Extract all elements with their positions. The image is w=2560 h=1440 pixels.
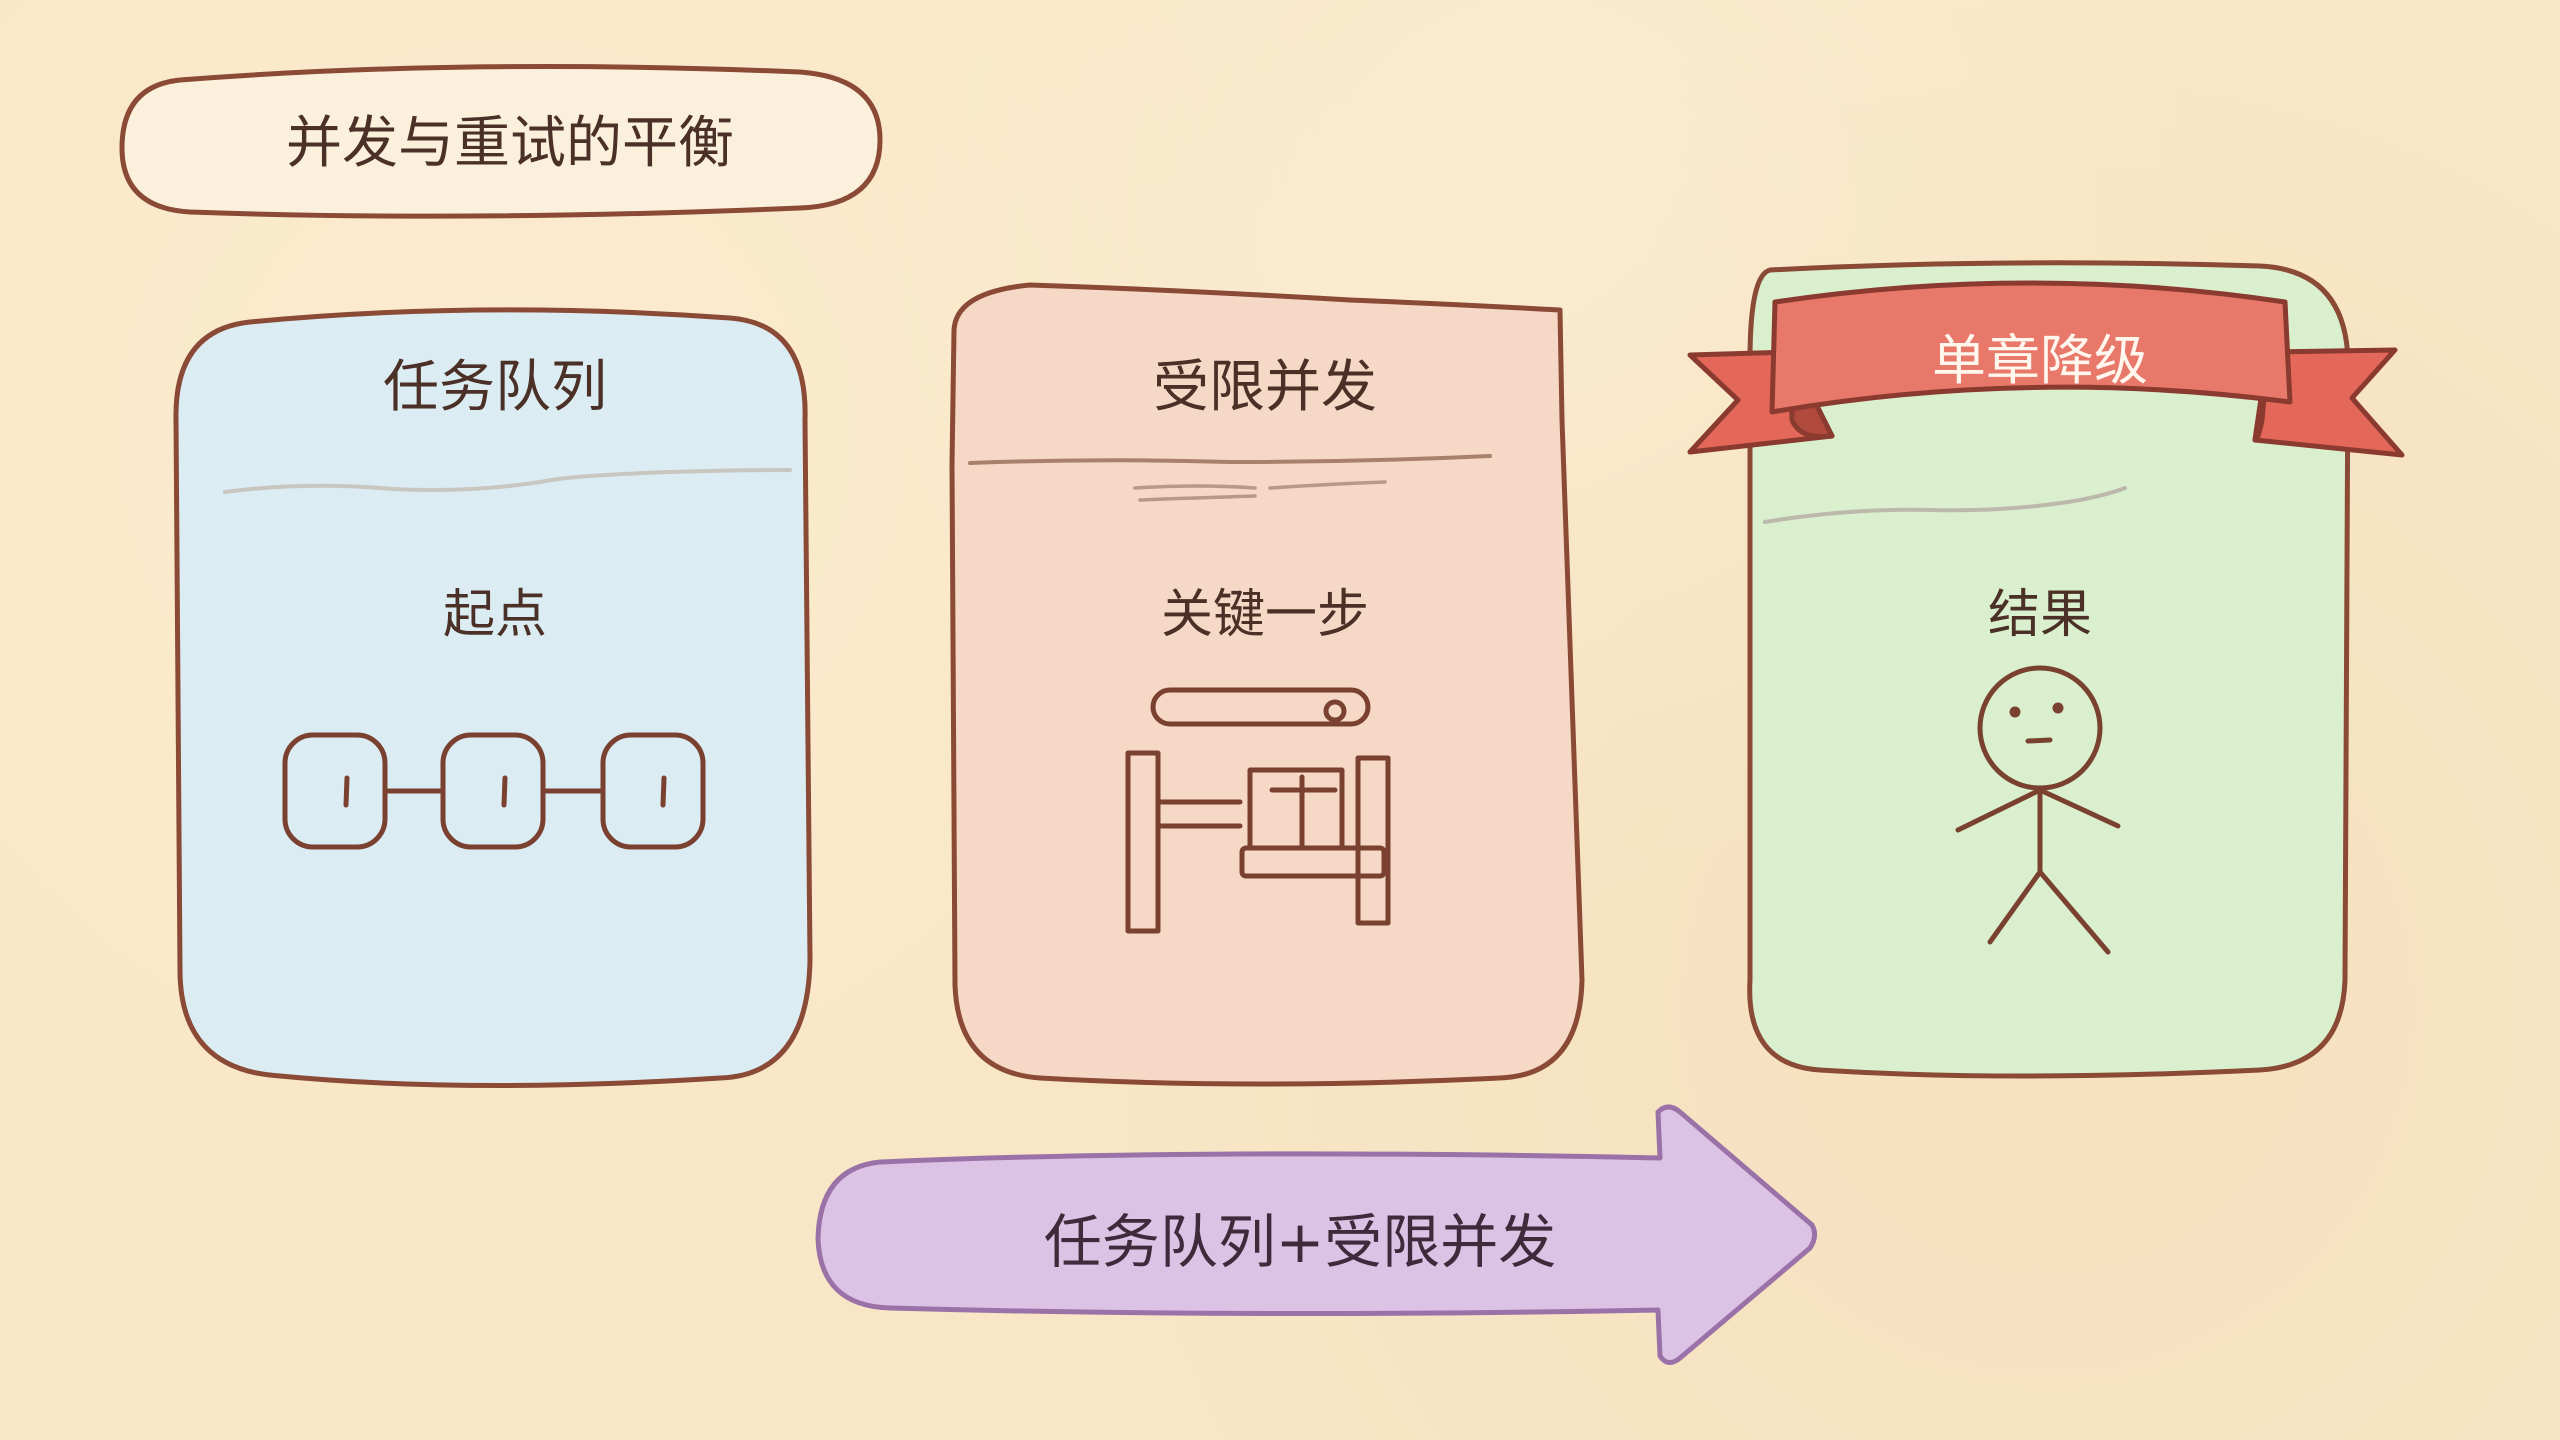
card-subtitle-start: 起点	[442, 585, 547, 645]
page-title: 并发与重试的平衡	[286, 111, 734, 176]
card-task-queue	[173, 307, 813, 1089]
card-result	[1747, 260, 2351, 1079]
gate-barrier-icon	[1125, 687, 1391, 934]
queue-chain-icon	[282, 732, 706, 850]
card-title-task-queue: 任务队列	[383, 355, 607, 420]
ribbon-banner	[1687, 280, 2405, 458]
card-title-result: 结果	[1987, 585, 2092, 645]
card-subtitle-key-step: 关键一步	[1160, 585, 1369, 645]
process-arrow	[815, 1104, 1818, 1365]
title-pill	[119, 64, 883, 219]
card-divider	[223, 468, 792, 494]
card-title-limited-concurrency: 受限并发	[1153, 355, 1377, 420]
ribbon-label: 单章降级	[1932, 329, 2148, 392]
arrow-label: 任务队列+受限并发	[1043, 1208, 1557, 1276]
card-divider	[968, 454, 1492, 465]
stick-figure-icon	[1955, 665, 2121, 955]
card-divider	[1763, 486, 2127, 524]
card-limited-concurrency	[949, 282, 1585, 1087]
